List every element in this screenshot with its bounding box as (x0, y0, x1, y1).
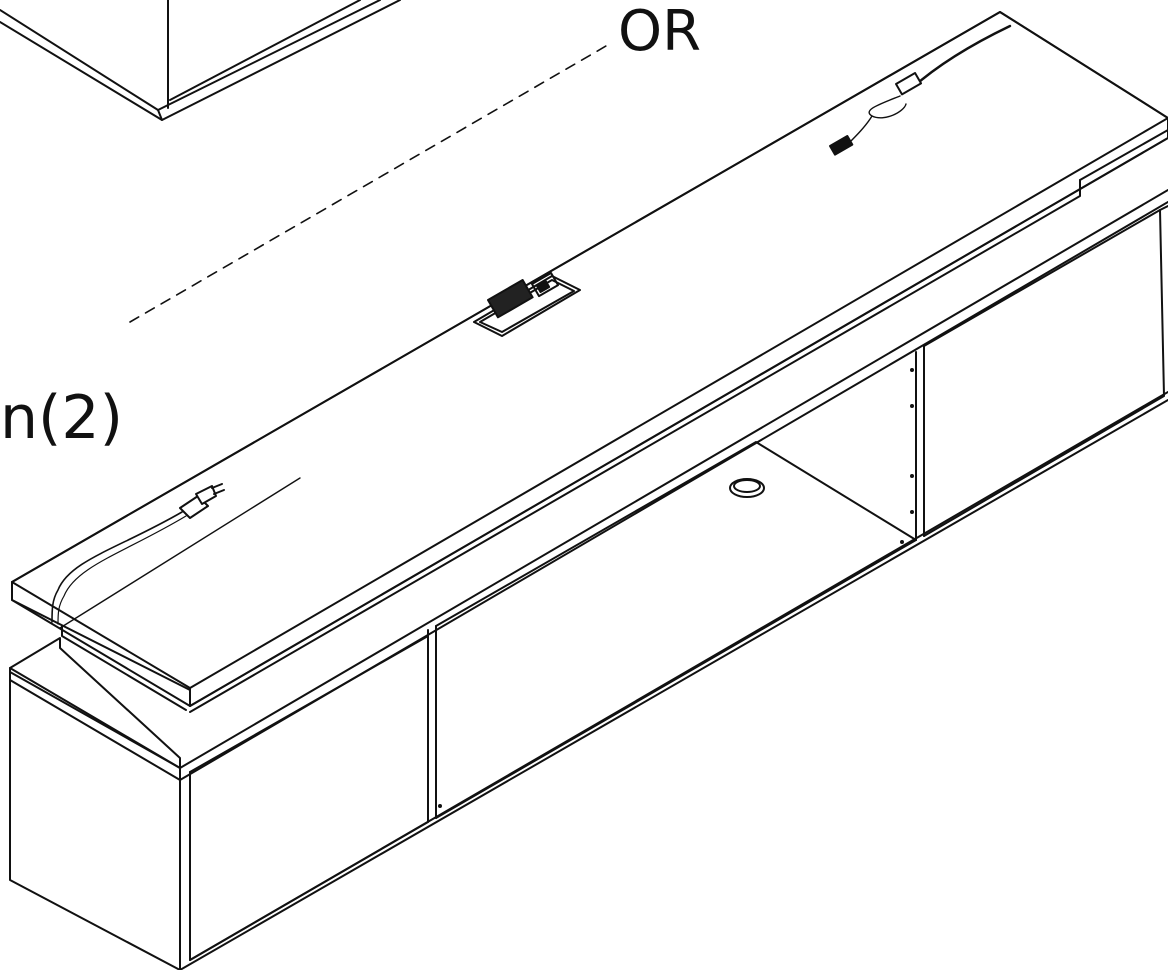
base-cabinet (9, 189, 1168, 970)
shelf-pin-holes (438, 368, 914, 808)
top-board (11, 11, 1168, 713)
right-usb-cord (828, 24, 1012, 156)
power-outlet-panel (473, 272, 581, 337)
left-power-cord (51, 483, 225, 625)
alternate-cabinet-fragment (0, 0, 401, 121)
quantity-label: n(2) (0, 383, 124, 453)
dashed-connector-line (129, 45, 607, 323)
or-label: OR (618, 0, 701, 64)
